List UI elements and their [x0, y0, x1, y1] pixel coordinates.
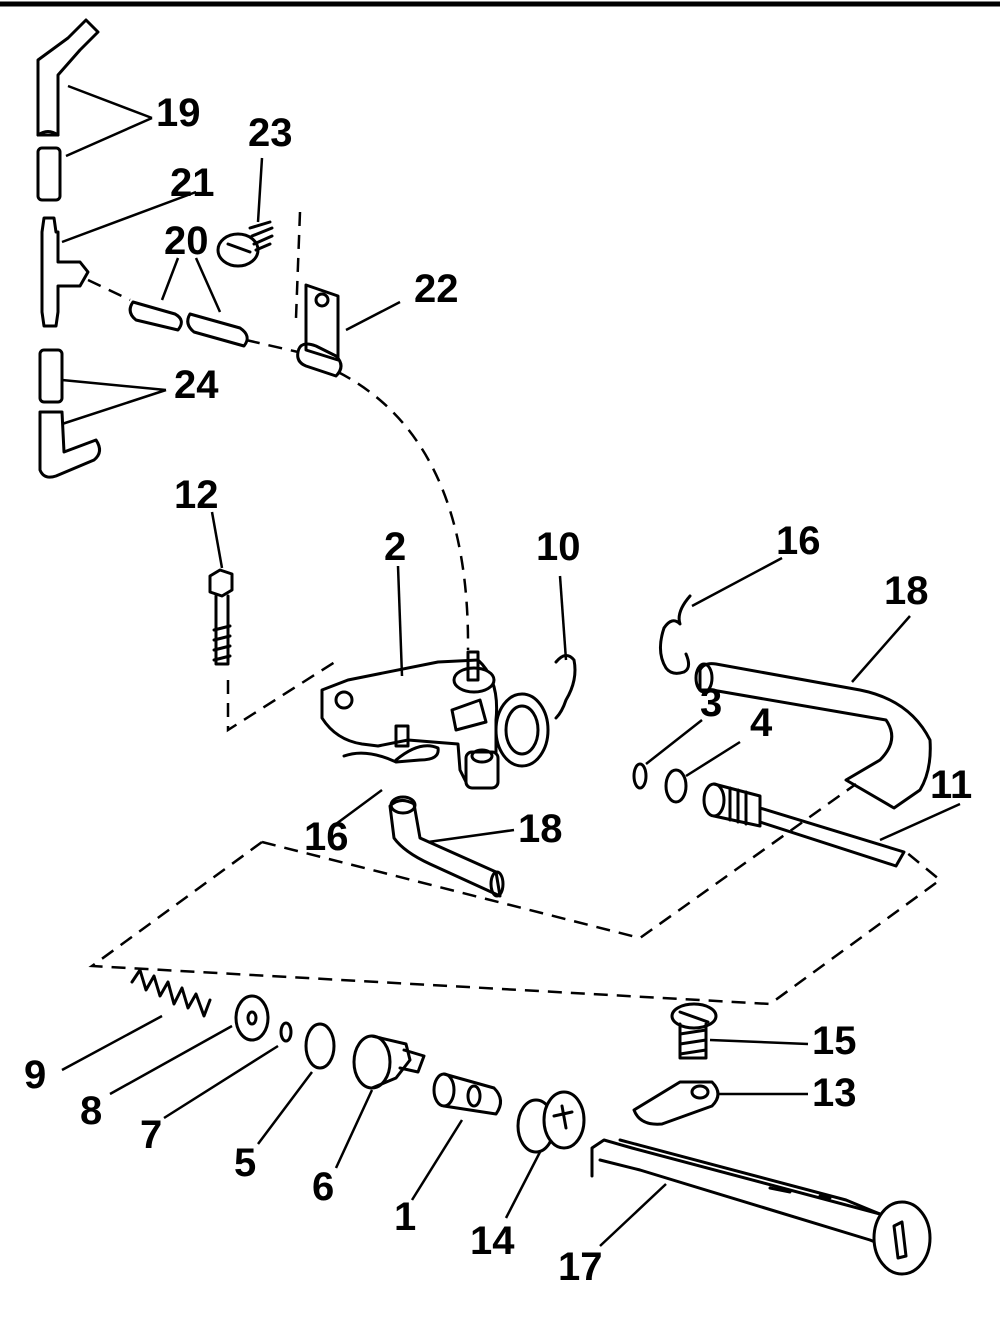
clip-bracket-22	[296, 283, 343, 378]
label-14: 14	[470, 1219, 515, 1263]
bolt-12	[208, 568, 234, 666]
assembly-lines	[87, 211, 943, 1006]
wire-clip-16-lower	[342, 744, 440, 764]
label-12: 12	[174, 473, 219, 517]
pin-1	[432, 1072, 502, 1116]
label-20: 20	[164, 219, 209, 263]
label-8: 8	[80, 1089, 102, 1133]
housing-2	[320, 650, 550, 790]
label-15: 15	[812, 1019, 857, 1063]
o-ring-5	[304, 1022, 336, 1070]
snap-ring-10	[554, 654, 577, 720]
link-plate-13	[632, 1080, 720, 1126]
label-18-upper: 18	[884, 569, 929, 613]
callout-labels: 19 23 21 20 22 24 12 2 10 16 18 3 4 11 1…	[24, 91, 972, 1289]
label-16-lower: 16	[304, 815, 349, 859]
hose-24	[38, 348, 101, 479]
screw-15	[670, 1002, 718, 1060]
label-7: 7	[140, 1113, 162, 1157]
screw-23	[216, 220, 274, 268]
elbow-hose-18-lower	[388, 795, 505, 898]
label-18-lower: 18	[518, 807, 563, 851]
o-ring-7	[279, 1021, 293, 1043]
o-ring-3	[632, 762, 648, 790]
label-9: 9	[24, 1053, 46, 1097]
label-22: 22	[414, 267, 459, 311]
label-13: 13	[812, 1071, 857, 1115]
label-19: 19	[156, 91, 201, 135]
hose-19	[36, 18, 100, 202]
label-4: 4	[750, 701, 773, 745]
washer-8	[234, 994, 270, 1042]
label-17: 17	[558, 1245, 603, 1289]
shaft-11	[702, 782, 906, 868]
label-21: 21	[170, 161, 215, 205]
lever-17	[590, 1138, 932, 1276]
tee-fitting-21	[40, 216, 90, 328]
hose-20	[128, 300, 249, 348]
wire-clip-16-upper	[659, 594, 692, 675]
label-11: 11	[930, 763, 972, 807]
label-6: 6	[312, 1165, 334, 1209]
label-10: 10	[536, 525, 581, 569]
cam-6	[352, 1034, 426, 1090]
plug-14	[516, 1090, 586, 1154]
label-16-upper: 16	[776, 519, 821, 563]
label-24: 24	[174, 363, 219, 407]
bent-hose-18-upper	[694, 662, 932, 810]
spring-9	[130, 968, 212, 1018]
label-3: 3	[700, 681, 722, 725]
o-ring-4	[664, 768, 688, 804]
leader-lines	[61, 84, 961, 1247]
label-2: 2	[384, 525, 406, 569]
label-5: 5	[234, 1141, 256, 1185]
label-23: 23	[248, 111, 293, 155]
label-1: 1	[394, 1195, 416, 1239]
